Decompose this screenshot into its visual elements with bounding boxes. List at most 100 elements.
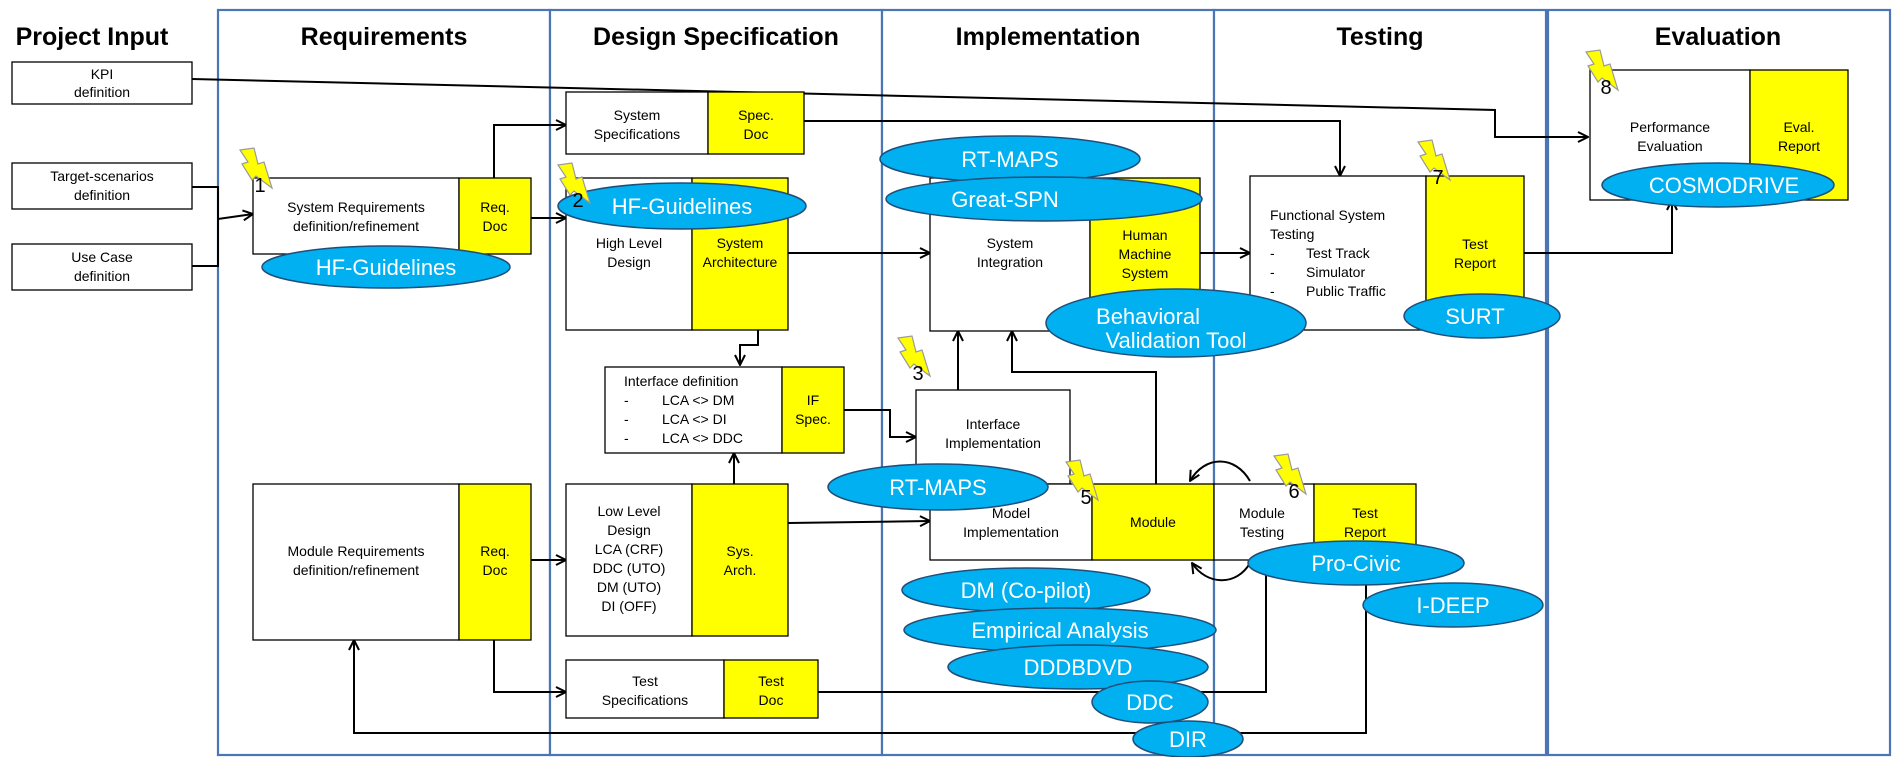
functest-item-3: Public Traffic [1306,283,1386,299]
arrow-modimpl-to-sysint [1012,331,1157,484]
marker-6-number: 6 [1288,481,1299,503]
ifspec-doc-line1: IF [807,392,819,408]
target-line1: Target-scenarios [50,168,154,184]
modreq-doc-line2: Doc [483,562,508,578]
functest-doc-line2: Report [1454,255,1496,271]
arrow-usecase-to-sysreq [192,219,219,267]
ifdef-dash-1: - [624,392,629,408]
modreq-doc-line1: Req. [480,543,510,559]
hms-doc-line3: System [1122,265,1169,281]
lane-headers: Project Input Requirements Design Specif… [16,23,1782,51]
tool-rt-maps-implementation [827,463,1049,511]
tool-ddc [1091,680,1209,724]
tool-dddbdvd [947,644,1209,690]
target-scenarios-box [11,162,193,210]
marker-8: 8 [1584,49,1620,99]
design-boxes: System Specifications Spec. Doc High Lev… [565,91,845,719]
use-case-box [11,243,193,291]
functest-dash-1: - [1270,245,1275,261]
hms-doc-line2: Machine [1119,246,1172,262]
lld-line6: DI (OFF) [601,598,656,614]
marker-2-number: 2 [572,190,583,212]
marker-1-number: 1 [254,175,265,197]
sysspec-line2: Specifications [594,126,680,142]
lightning-icon [556,162,592,205]
header-requirements: Requirements [301,23,468,51]
marker-1: 1 [238,147,274,197]
tool-i-deep-label: I-DEEP [1416,593,1489,618]
functest-item-1: Test Track [1306,245,1371,261]
functest-doc-line1: Test [1462,236,1488,252]
tool-bvt-line1: Behavioral [1096,304,1200,329]
tool-hf-guidelines-requirements-label: HF-Guidelines [316,255,457,280]
marker-3-number: 3 [912,363,923,385]
tool-cosmodrive-label: COSMODRIVE [1649,173,1799,198]
sysint-line1: System [987,235,1034,251]
marker-2: 2 [556,162,592,212]
header-testing: Testing [1336,23,1423,51]
ifdef-item-1: LCA <> DM [662,392,734,408]
marker-5-number: 5 [1080,487,1091,509]
tool-dm-copilot-label: DM (Co-pilot) [961,578,1092,603]
sysreq-doc-line2: Doc [483,218,508,234]
arrow-spec-to-functest [804,120,1340,176]
modimpl-line1: Model [992,505,1030,521]
tool-empirical-analysis-label: Empirical Analysis [971,618,1148,643]
ifimpl-line1: Interface [966,416,1021,432]
header-evaluation: Evaluation [1655,23,1781,51]
lane-testing [1212,8,1548,757]
arrow-modreq-to-testspec [493,640,566,692]
tool-dir-label: DIR [1169,727,1207,752]
lane-requirements [216,8,552,757]
tool-bvt-line2: Validation Tool [1105,328,1246,353]
sysreq-line1: System Requirements [287,199,425,215]
tool-surt [1403,293,1561,339]
tool-rt-maps-integration-label: RT-MAPS [961,147,1058,172]
functest-dash-2: - [1270,264,1275,280]
lightning-icon [1584,49,1620,92]
ifdef-item-3: LCA <> DDC [662,430,743,446]
tool-great-spn-label: Great-SPN [951,187,1059,212]
test-specifications-box [565,659,725,719]
module-requirements-box [252,483,460,641]
ifdef-title: Interface definition [624,373,738,389]
markers: 1 2 3 5 6 7 8 [238,49,1620,509]
usecase-line1: Use Case [71,249,133,265]
modreq-line1: Module Requirements [288,543,425,559]
testspec-line1: Test [632,673,658,689]
arrow-sysreq-to-sysspec [493,125,566,178]
eval-doc-line2: Report [1778,138,1820,154]
marker-5: 5 [1064,459,1100,509]
lld-line4: DDC (UTO) [593,560,666,576]
tool-dddbdvd-label: DDDBDVD [1024,655,1133,680]
lightning-icon [1272,453,1308,496]
functest-item-2: Simulator [1306,264,1365,280]
arrow-ifdef-to-ifimpl [844,409,916,437]
lld-line3: LCA (CRF) [595,541,663,557]
system-specifications-doc [707,91,805,155]
marker-3: 3 [896,335,932,385]
header-implementation: Implementation [956,23,1141,51]
connectors [191,78,1672,734]
ifspec-doc-line2: Spec. [795,411,831,427]
ifdef-dash-3: - [624,430,629,446]
tool-i-deep [1362,582,1544,628]
usecase-line2: definition [74,268,130,284]
perf-line2: Evaluation [1637,138,1702,154]
lld-line1: Low Level [597,503,660,519]
project-inputs: KPI definition Target-scenarios definiti… [11,61,193,291]
requirements-boxes: System Requirements definition/refinemen… [252,177,532,641]
tool-cosmodrive [1601,162,1835,208]
ifimpl-line2: Implementation [945,435,1041,451]
hld-doc-line2: Architecture [703,254,778,270]
hld-line2: Design [607,254,651,270]
arrow-kpi-to-evaluation [191,78,1588,137]
sysint-line2: Integration [977,254,1043,270]
ifdef-dash-2: - [624,411,629,427]
modimpl-line2: Implementation [963,524,1059,540]
tool-hf-guidelines-design [557,182,807,230]
lightning-icon [238,147,274,190]
tool-rt-maps-implementation-label: RT-MAPS [889,475,986,500]
lightning-icon [1064,459,1100,502]
